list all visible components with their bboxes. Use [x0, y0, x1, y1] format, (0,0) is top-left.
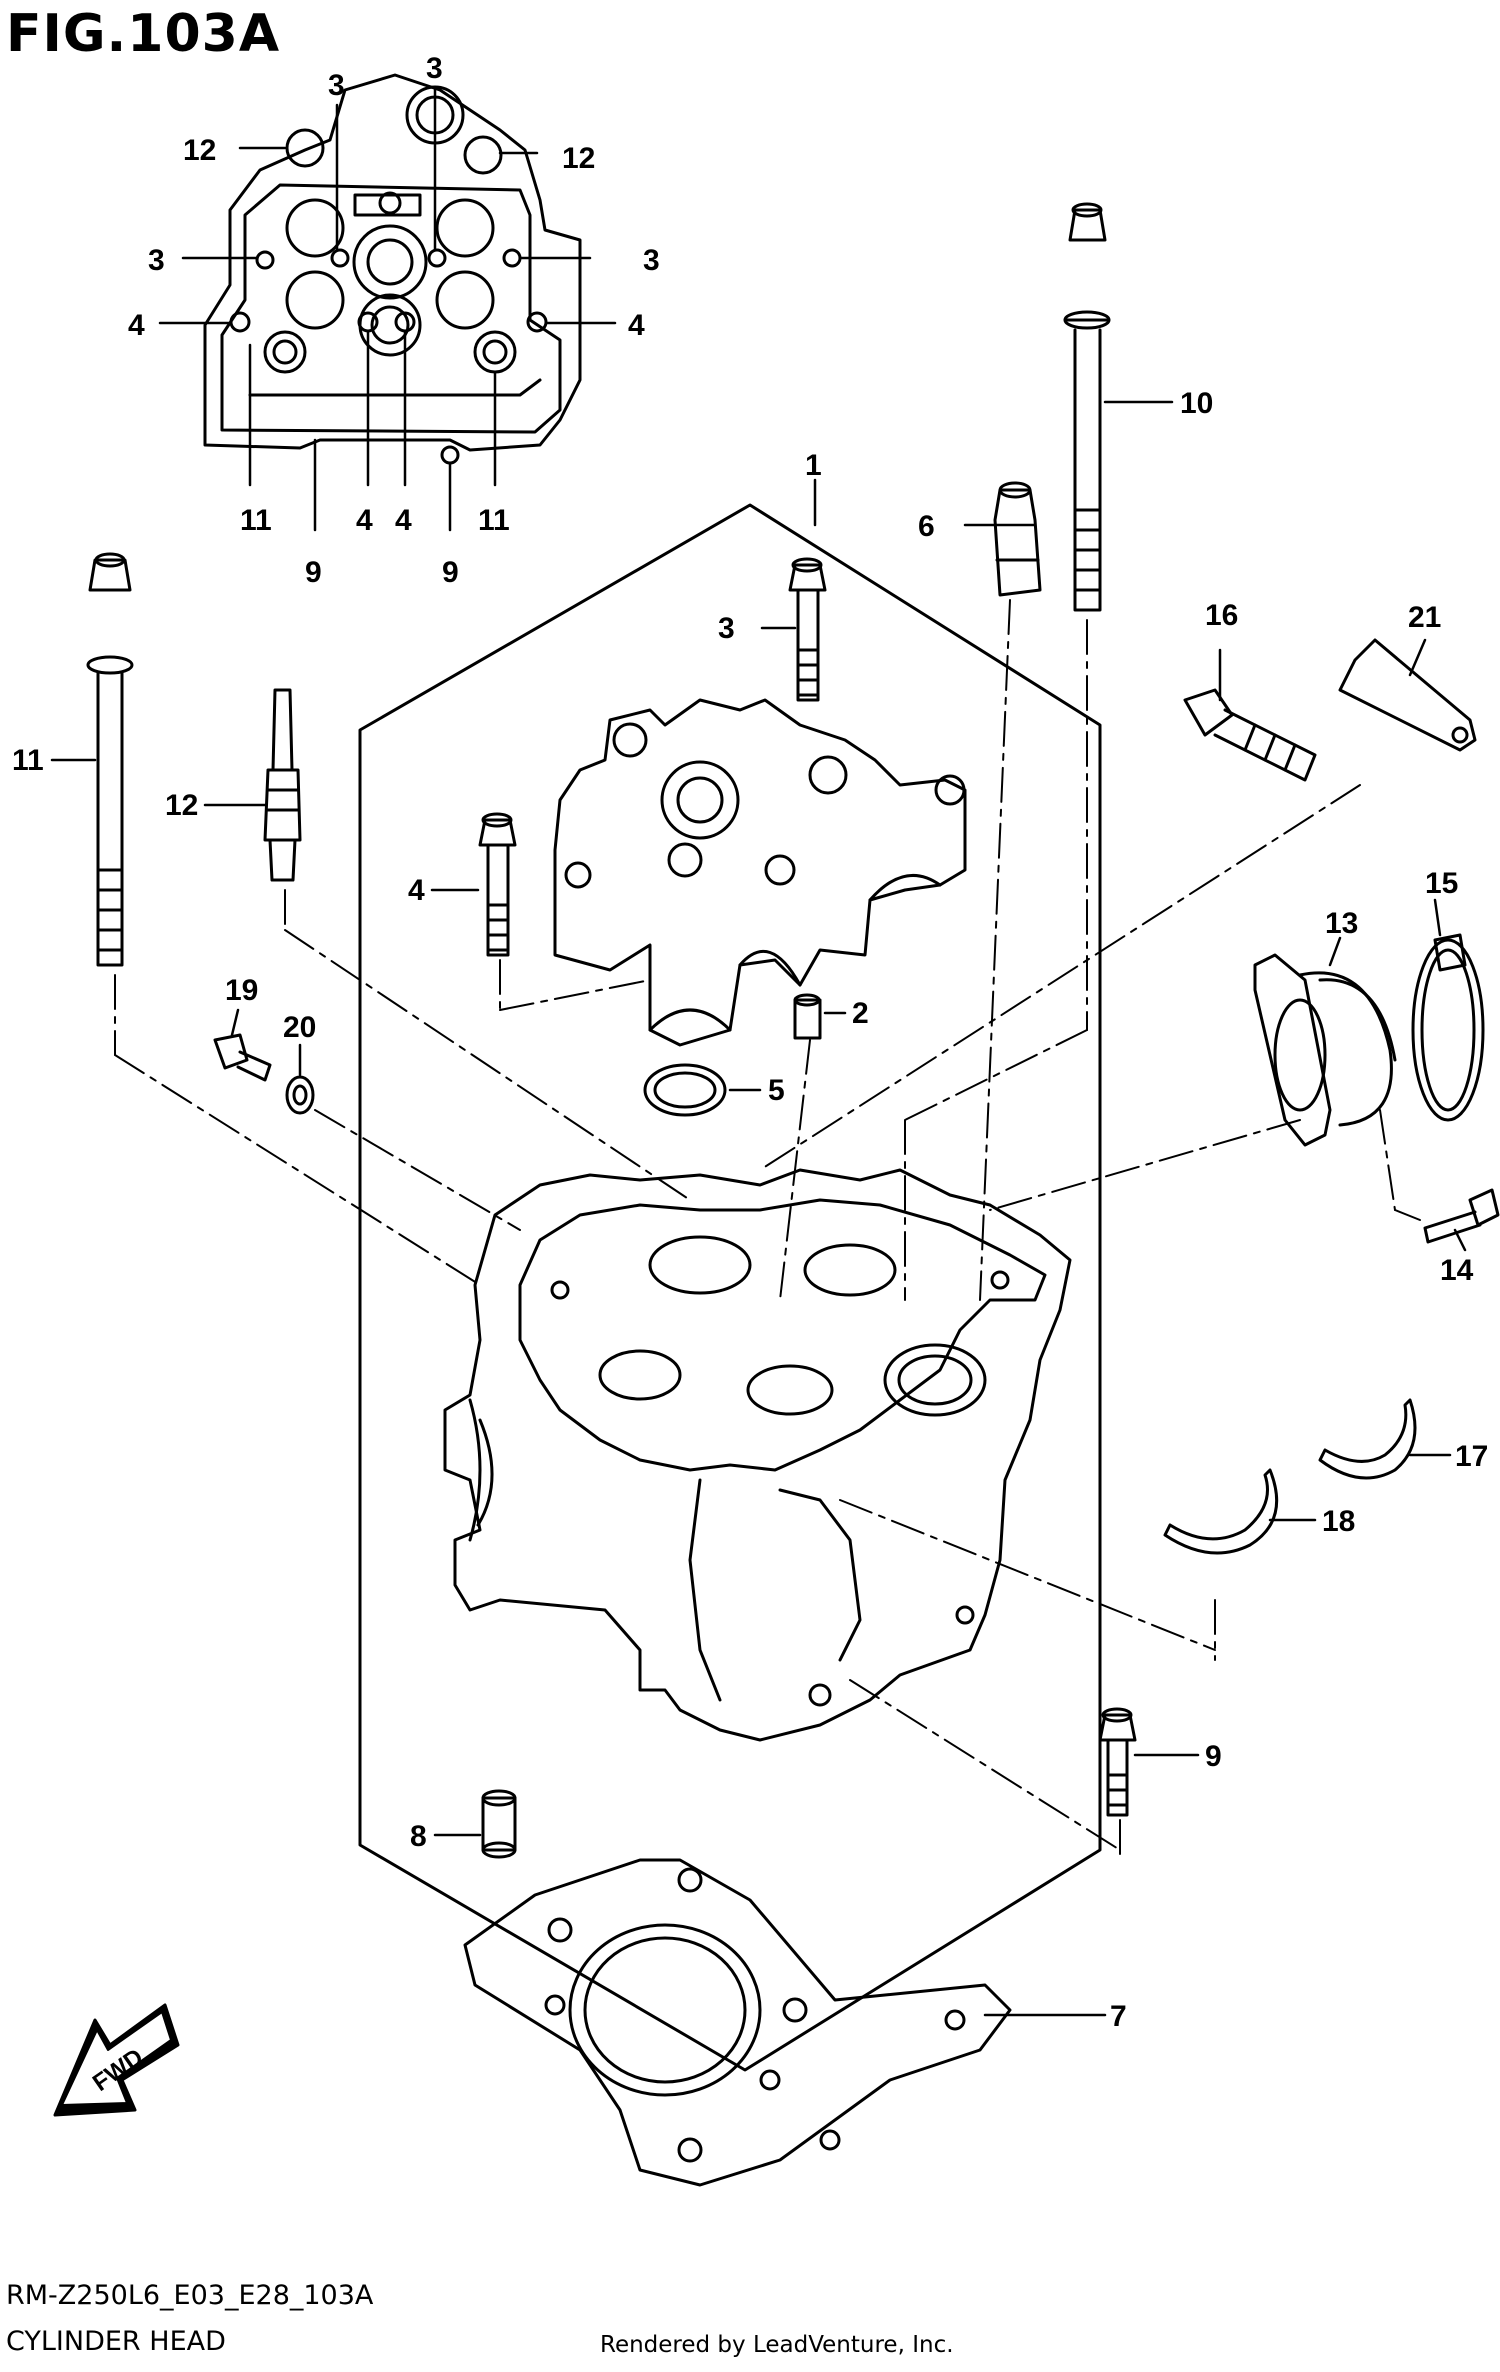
callout-8: 8 — [410, 1820, 427, 1853]
figure-title: FIG.103A — [6, 4, 281, 64]
callout-21: 21 — [1408, 601, 1441, 634]
part-10-stud — [1063, 202, 1111, 612]
part-2-dowel — [793, 993, 822, 1040]
part-5-o-ring — [643, 1063, 727, 1117]
callout-4: 4 — [628, 309, 645, 342]
part-3-bolt — [788, 557, 827, 702]
callout-1: 1 — [805, 449, 822, 482]
part-16-bolt — [1183, 688, 1317, 782]
camshaft-holder — [553, 698, 967, 1047]
callout-4: 4 — [395, 504, 412, 537]
callout-15: 15 — [1425, 867, 1458, 900]
part-19-bolt — [213, 1033, 272, 1082]
part-6-plug — [993, 481, 1042, 597]
callout-20: 20 — [283, 1011, 316, 1044]
callout-labels: 12 12 3 3 3 3 4 4 11 4 4 11 9 9 1 6 10 3… — [12, 52, 1488, 2097]
part-17-shim — [1318, 1398, 1417, 1480]
part-12-spark-plug — [263, 688, 302, 882]
callout-4: 4 — [408, 874, 425, 907]
callout-11: 11 — [478, 504, 510, 537]
callout-12: 12 — [183, 134, 216, 167]
callout-7: 7 — [1110, 2000, 1127, 2033]
part-9-bolt — [1098, 1707, 1137, 1817]
part-20-washer — [285, 1075, 315, 1115]
callout-6: 6 — [918, 510, 935, 543]
callout-5: 5 — [768, 1074, 785, 1107]
callout-11: 11 — [240, 504, 272, 537]
figure-name: CYLINDER HEAD — [6, 2326, 226, 2357]
fwd-arrow — [53, 2003, 180, 2117]
callout-16: 16 — [1205, 599, 1238, 632]
leader-lines — [50, 86, 1467, 2017]
part-13-intake-pipe — [1253, 953, 1397, 1147]
callout-12: 12 — [165, 789, 198, 822]
callout-3: 3 — [718, 612, 735, 645]
callout-17: 17 — [1455, 1440, 1488, 1473]
callout-3: 3 — [328, 69, 345, 102]
callout-12: 12 — [562, 142, 595, 175]
assembly-outline — [358, 503, 1102, 2072]
callout-3: 3 — [643, 244, 660, 277]
callout-3: 3 — [426, 52, 443, 85]
model-code: RM-Z250L6_E03_E28_103A — [6, 2280, 374, 2311]
callout-13: 13 — [1325, 907, 1358, 940]
part-18-shim — [1163, 1468, 1279, 1555]
callout-3: 3 — [148, 244, 165, 277]
part-11-stud — [86, 552, 134, 967]
part-21-clamp — [1338, 638, 1477, 752]
part-7-gasket — [463, 1858, 1012, 2187]
callout-14: 14 — [1440, 1254, 1474, 1287]
callout-19: 19 — [225, 974, 258, 1007]
part-14-bolt — [1423, 1188, 1500, 1244]
callout-4: 4 — [128, 309, 145, 342]
callout-9: 9 — [305, 556, 322, 589]
callout-18: 18 — [1322, 1505, 1355, 1538]
render-credit: Rendered by LeadVenture, Inc. — [600, 2332, 954, 2358]
callout-9: 9 — [442, 556, 459, 589]
callout-10: 10 — [1180, 387, 1213, 420]
part-4-bolt — [478, 812, 517, 957]
callout-11: 11 — [12, 744, 44, 777]
part-15-hose-clamp — [1411, 933, 1485, 1122]
callout-2: 2 — [852, 997, 869, 1030]
cylinder-head-top-view — [203, 73, 582, 465]
part-8-dowel — [481, 1789, 517, 1859]
callout-9: 9 — [1205, 1740, 1222, 1773]
alignment-lines — [114, 599, 1421, 1861]
callout-4: 4 — [356, 504, 373, 537]
cylinder-head-body — [443, 1168, 1072, 1742]
